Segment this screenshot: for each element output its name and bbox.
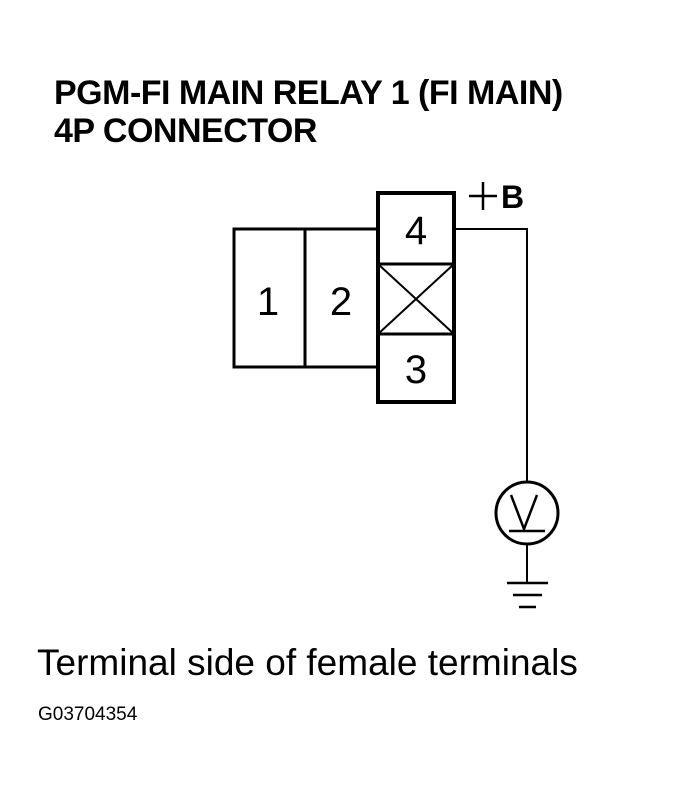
x-mark-icon — [377, 263, 455, 335]
title-line-2: 4P CONNECTOR — [54, 112, 317, 150]
terminal-2-label: 2 — [330, 280, 352, 324]
terminal-3-label: 3 — [405, 348, 427, 392]
diagram-caption: Terminal side of female terminals — [37, 642, 578, 683]
ground-icon — [507, 581, 548, 609]
voltmeter-icon — [494, 480, 560, 546]
title-line-1: PGM-FI MAIN RELAY 1 (FI MAIN) — [54, 74, 563, 112]
plus-icon — [469, 182, 497, 210]
test-lead-wire — [454, 228, 528, 583]
connector-right-block — [376, 191, 456, 404]
terminal-1-label: 1 — [257, 280, 279, 324]
supply-label: B — [501, 179, 524, 215]
connector-right-column — [376, 191, 456, 404]
figure-code: G03704354 — [38, 704, 138, 725]
connector-body — [232, 227, 380, 369]
terminal-4-label: 4 — [405, 209, 427, 253]
diagram-title: PGM-FI MAIN RELAY 1 (FI MAIN) 4P CONNECT… — [54, 74, 563, 150]
